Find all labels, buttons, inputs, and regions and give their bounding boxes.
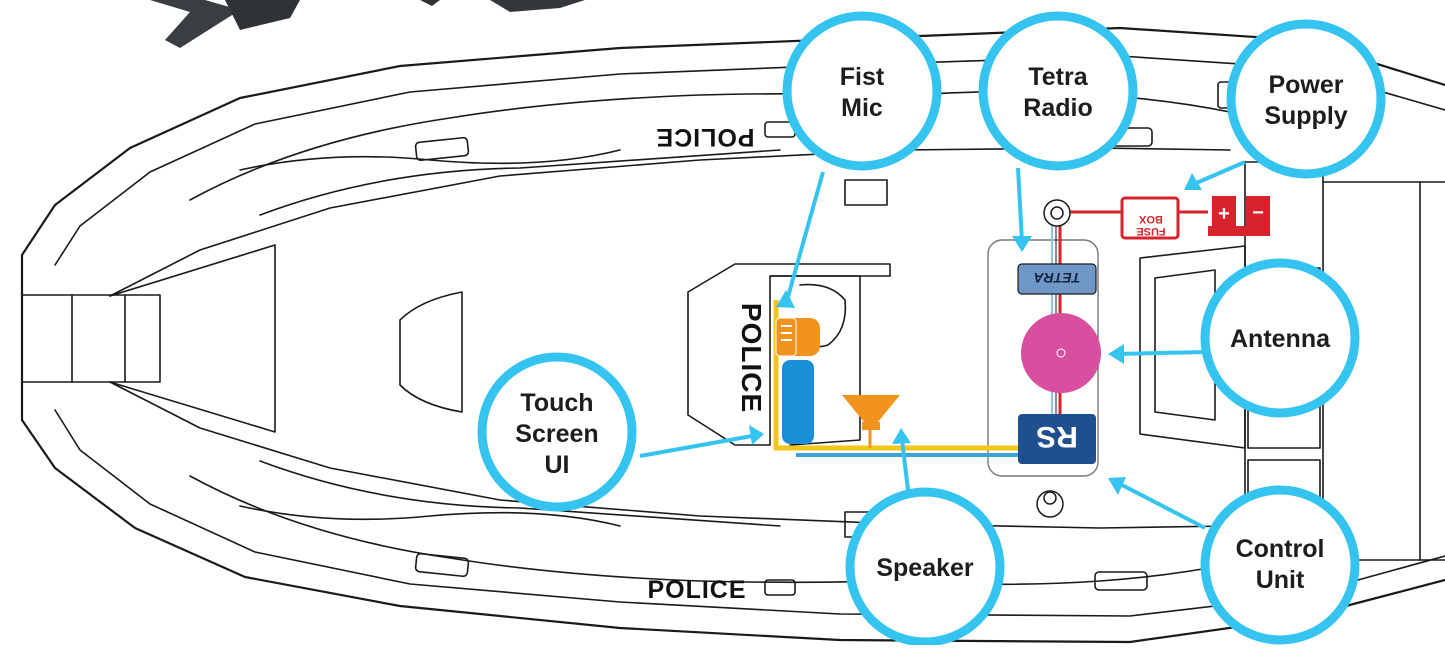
svg-text:−: − <box>1252 202 1264 224</box>
thwart-top <box>845 180 887 205</box>
svg-text:Power: Power <box>1268 71 1343 99</box>
bow-structure <box>22 295 160 382</box>
svg-text:Screen: Screen <box>515 420 598 448</box>
tube-wave-bottom <box>190 476 1230 584</box>
callout-control-unit: Control Unit <box>1205 490 1355 640</box>
svg-text:Speaker: Speaker <box>876 554 974 582</box>
callout-tetra-radio: Tetra Radio <box>983 16 1133 166</box>
svg-text:+: + <box>1218 203 1230 225</box>
svg-text:Radio: Radio <box>1023 94 1092 122</box>
callout-speaker: Speaker <box>850 492 1000 642</box>
callout-antenna: Antenna <box>1205 263 1355 413</box>
touch-screen-device <box>782 360 814 444</box>
callout-touch-screen-ui: Touch Screen UI <box>482 357 632 507</box>
handle-top-left <box>415 137 469 160</box>
svg-text:Unit: Unit <box>1256 566 1305 594</box>
battery-terminals: + − <box>1208 196 1270 236</box>
svg-text:FUSE: FUSE <box>1136 225 1165 237</box>
control-unit-box: RS <box>1018 414 1096 464</box>
fuse-box: FUSE BOX <box>1122 198 1178 238</box>
svg-text:Antenna: Antenna <box>1230 325 1331 353</box>
svg-text:UI: UI <box>545 451 570 479</box>
hull-label-top: POLICE <box>655 123 754 151</box>
svg-text:Fist: Fist <box>840 63 885 91</box>
svg-text:Supply: Supply <box>1264 102 1347 130</box>
svg-text:BOX: BOX <box>1138 213 1163 225</box>
console-label: POLICE <box>736 303 767 413</box>
svg-text:RS: RS <box>1036 420 1078 453</box>
callout-power-supply: Power Supply <box>1231 24 1381 174</box>
antenna-unit <box>1021 313 1101 393</box>
fist-mic-device <box>776 318 820 356</box>
callout-fist-mic: Fist Mic <box>787 16 937 166</box>
propeller-fragment <box>150 0 585 48</box>
svg-text:TETRA: TETRA <box>1034 270 1081 286</box>
svg-text:Mic: Mic <box>841 94 883 122</box>
hull-label-bottom: POLICE <box>647 576 746 604</box>
svg-text:Tetra: Tetra <box>1028 63 1088 91</box>
svg-text:Touch: Touch <box>520 389 593 417</box>
tetra-radio-unit: TETRA <box>1018 264 1096 294</box>
speaker-device <box>842 395 900 430</box>
forward-hatch <box>400 292 462 412</box>
svg-text:Control: Control <box>1236 535 1325 563</box>
